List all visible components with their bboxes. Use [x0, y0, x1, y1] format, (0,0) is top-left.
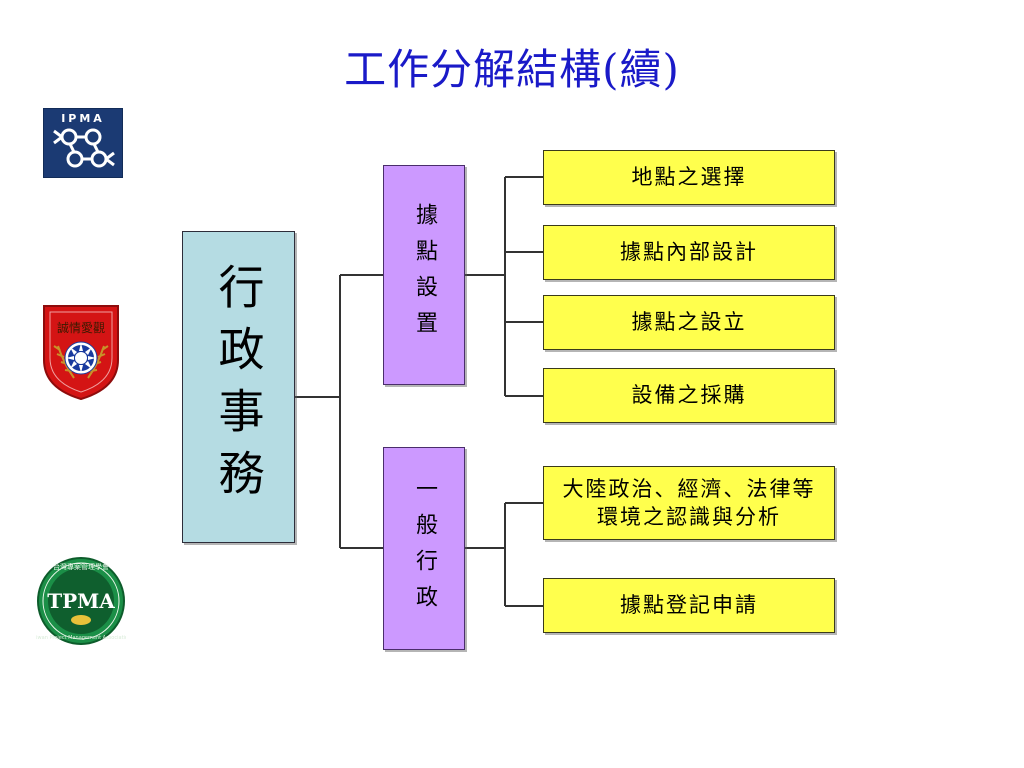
wbs-branch-label-1: 據點設置 [412, 203, 437, 347]
svg-text:Taiwan Project Management Asso: Taiwan Project Management Association [36, 635, 126, 641]
ipma-logo-text: IPMA [61, 112, 105, 125]
wbs-leaf-label: 據點登記申請 [620, 593, 758, 618]
wbs-leaf-node[interactable]: 大陸政治、經濟、法律等 環境之認識與分析 [543, 466, 835, 540]
wbs-branch-node-1[interactable]: 據點設置 [383, 165, 465, 385]
ipma-network-icon [53, 128, 115, 168]
wbs-leaf-node[interactable]: 地點之選擇 [543, 150, 835, 205]
svg-text:TPMA: TPMA [47, 589, 115, 613]
wbs-leaf-label-line2: 環境之認識與分析 [597, 505, 781, 529]
wbs-branch-node-2[interactable]: 一般行政 [383, 447, 465, 650]
svg-text:台灣專案管理學會: 台灣專案管理學會 [53, 562, 109, 571]
svg-text:誠情愛觀: 誠情愛觀 [57, 321, 105, 335]
wbs-leaf-label-multiline: 大陸政治、經濟、法律等 環境之認識與分析 [557, 475, 822, 532]
wbs-branch-label-2: 一般行政 [412, 476, 437, 621]
wbs-root-label: 行政事務 [211, 263, 266, 511]
wbs-leaf-node[interactable]: 設備之採購 [543, 368, 835, 423]
wbs-leaf-label: 據點之設立 [631, 310, 747, 335]
wbs-leaf-node[interactable]: 據點登記申請 [543, 578, 835, 633]
wbs-leaf-label-line1: 大陸政治、經濟、法律等 [562, 476, 816, 501]
shield-emblem: 誠情愛觀 [38, 302, 124, 402]
ipma-logo: IPMA [43, 108, 123, 178]
wbs-root-node[interactable]: 行政事務 [182, 231, 295, 543]
wbs-leaf-node[interactable]: 據點內部設計 [543, 225, 835, 280]
wbs-leaf-label: 設備之採購 [631, 383, 747, 408]
wbs-leaf-node[interactable]: 據點之設立 [543, 295, 835, 350]
wbs-leaf-label: 據點內部設計 [620, 240, 758, 265]
page-title: 工作分解結構(續) [344, 45, 680, 94]
wbs-leaf-label: 地點之選擇 [631, 165, 747, 190]
tpma-logo: 台灣專案管理學會 TPMA Taiwan Project Management … [30, 556, 131, 646]
